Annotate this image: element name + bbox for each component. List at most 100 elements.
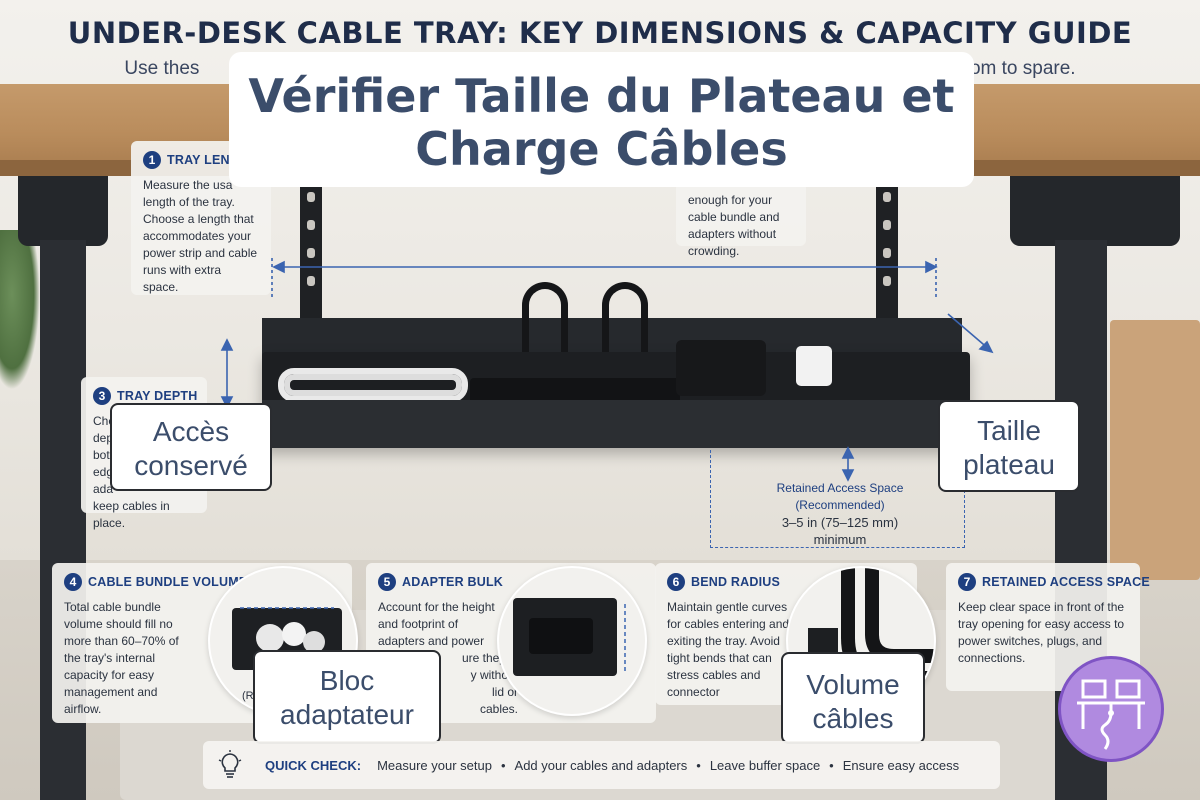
card-text-line: Account for the height <box>378 600 495 614</box>
arrow-head-down <box>220 396 234 409</box>
access-line-3: 3–5 in (75–125 mm) <box>781 515 899 530</box>
card-text-line: dep <box>93 431 114 445</box>
bracket-hole <box>883 192 891 202</box>
adapter-illustration <box>497 566 647 716</box>
step-number-badge: 3 <box>93 387 111 405</box>
card-text: Account for the height and footprint of … <box>378 599 518 718</box>
brand-logo <box>1058 656 1164 762</box>
access-line-4: minimum <box>813 532 867 547</box>
card-title: RETAINED ACCESS SPACE <box>982 575 1150 589</box>
card-retained-access: 7 RETAINED ACCESS SPACE Keep clear space… <box>946 563 1150 691</box>
arrow-head-right <box>925 260 938 274</box>
card-text-line: ada <box>93 482 114 496</box>
bracket-hole <box>883 276 891 286</box>
access-annotation: Retained Access Space (Recommended) 3–5 … <box>740 480 940 548</box>
cable-coil <box>278 368 468 402</box>
card-text: Che dep bot edg ada keep cables in place… <box>93 413 195 532</box>
bracket-hole <box>307 192 315 202</box>
desk-logo-icon <box>1077 679 1145 750</box>
access-line-1: Retained Access Space <box>776 481 904 495</box>
card-text-line: Che <box>93 414 116 428</box>
overlay-line-2: Charge Câbles <box>415 122 788 176</box>
plant <box>0 230 40 390</box>
step-number-badge: 5 <box>378 573 396 591</box>
card-title: TRAY LENG <box>167 153 240 167</box>
quick-check-item: Ensure easy access <box>842 757 960 773</box>
step-number-badge: 7 <box>958 573 976 591</box>
arrow-head-up-2 <box>841 446 855 459</box>
card-text: Measure the usa length of the tray. Choo… <box>143 178 258 294</box>
bullet-separator: • <box>500 757 506 773</box>
card-header: 6 BEND RADIUS <box>667 573 905 591</box>
card-text: Keep clear space in front of the tray op… <box>958 600 1125 665</box>
cable-loop <box>522 282 568 352</box>
label-line: adaptateur <box>280 699 414 730</box>
card-header: 1 TRAY LENG <box>143 151 259 169</box>
overlay-caption: Vérifier Taille du Plateau et Charge Câb… <box>229 52 974 187</box>
arrow-head-down-2 <box>841 469 855 482</box>
step-number-badge: 4 <box>64 573 82 591</box>
label-line: plateau <box>963 449 1055 480</box>
adapter-sketch <box>513 598 626 676</box>
bracket-hole <box>307 276 315 286</box>
cable-loop <box>602 282 648 352</box>
card-title: CABLE BUNDLE VOLUME <box>88 575 248 589</box>
access-space-outline <box>710 450 965 548</box>
arrow-head-diag <box>978 340 994 354</box>
card-tray-width: enough for your cable bundle and adapter… <box>676 182 806 258</box>
label-line: câbles <box>812 703 894 734</box>
tray-front-lip <box>262 400 970 448</box>
access-line-2: (Recommended) <box>795 498 885 512</box>
label-line: Accès <box>152 416 230 447</box>
label-line: conservé <box>134 450 248 481</box>
card-text-line: keep cables in place. <box>93 499 170 530</box>
power-adapter <box>676 340 766 396</box>
label-line: Volume <box>806 669 900 700</box>
step-number-badge: 1 <box>143 151 161 169</box>
quick-check-item: Add your cables and adapters <box>514 757 688 773</box>
arrow-head-up <box>220 338 234 351</box>
card-header: 3 TRAY DEPTH <box>93 387 197 405</box>
card-text: Total cable bundle volume should fill no… <box>64 600 179 716</box>
bracket-hole <box>307 248 315 258</box>
label-acces-conserve: Accès conservé <box>110 403 272 491</box>
card-text-line: lid or <box>491 685 518 699</box>
bullet-separator: • <box>696 757 701 773</box>
bracket-hole <box>307 220 315 230</box>
label-taille-plateau: Taille plateau <box>938 400 1080 492</box>
label-volume-cables: Volume câbles <box>781 652 925 744</box>
card-title: ADAPTER BULK <box>402 575 504 589</box>
bracket-hole <box>883 248 891 258</box>
arrow-head-left <box>272 260 285 274</box>
page-subtitle: Use thes oom to spare. <box>0 58 1200 80</box>
subtitle-right: oom to spare. <box>959 58 1076 79</box>
card-header: 5 ADAPTER BULK <box>378 573 644 591</box>
desk-leg-right-top <box>1010 176 1180 246</box>
card-text: enough for your cable bundle and adapter… <box>688 193 780 258</box>
page-title: UNDER-DESK CABLE TRAY: KEY DIMENSIONS & … <box>67 16 1133 50</box>
quick-check-item: Measure your setup <box>377 757 492 773</box>
tray-width-arrow <box>947 313 991 351</box>
card-text-line: adapters and power <box>378 634 485 648</box>
quick-check-title: QUICK CHECK: <box>265 757 362 773</box>
lightbulb-icon <box>218 750 242 778</box>
quick-check-bar: QUICK CHECK: Measure your setup • Add yo… <box>203 741 1000 789</box>
card-text: Maintain gentle curves for cables enteri… <box>667 600 790 699</box>
card-text-line: and footprint of <box>378 617 459 631</box>
cabinet <box>1110 320 1200 580</box>
card-text-line: bot <box>93 448 110 462</box>
overlay-line-1: Vérifier Taille du Plateau et <box>248 69 955 123</box>
card-text-line: edg <box>93 465 114 479</box>
subtitle-left: Use thes <box>124 58 200 79</box>
card-header: 4 CABLE BUNDLE VOLUME <box>64 573 340 591</box>
card-text-line: cables. <box>479 702 518 716</box>
bracket-hole <box>883 220 891 230</box>
label-line: Bloc <box>319 665 375 696</box>
power-strip <box>470 378 680 404</box>
card-title: BEND RADIUS <box>691 575 781 589</box>
bullet-separator: • <box>829 757 834 773</box>
step-number-badge: 6 <box>667 573 685 591</box>
card-header: 7 RETAINED ACCESS SPACE <box>958 573 1150 591</box>
label-bloc-adaptateur: Bloc adaptateur <box>253 650 441 744</box>
